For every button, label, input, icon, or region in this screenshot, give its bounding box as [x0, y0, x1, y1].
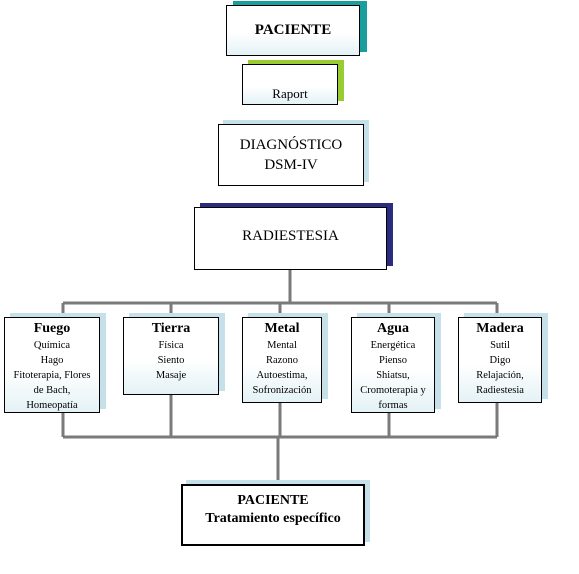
element-line: de Bach,	[33, 385, 71, 396]
element-line: Digo	[489, 355, 511, 366]
element-line: Siento	[157, 355, 185, 366]
element-line: Masaje	[155, 370, 187, 381]
element-title: Metal	[264, 321, 300, 336]
element-line: Pienso	[378, 355, 407, 366]
element-line: Cromoterapia y	[360, 385, 426, 396]
node-raport: Raport	[242, 64, 338, 105]
node-element-agua: Agua Energética Pienso Shiatsu, Cromoter…	[351, 317, 435, 413]
element-line: Sofronización	[252, 385, 312, 396]
element-line: Hago	[40, 355, 64, 366]
element-line: Física	[158, 340, 184, 351]
node-final-line-2: Tratamiento específico	[205, 511, 341, 526]
element-line: Autoestima,	[256, 370, 308, 381]
element-title: Madera	[476, 321, 524, 336]
node-diagnostico-line-1: DIAGNÓSTICO	[239, 137, 343, 153]
element-line: formas	[378, 400, 408, 411]
node-final-line-1: PACIENTE	[237, 493, 309, 508]
node-radiestesia-label: RADIESTESIA	[242, 228, 339, 244]
element-line: Radiestesia	[476, 385, 524, 396]
element-line: Relajación,	[476, 370, 524, 381]
node-paciente-top: PACIENTE	[226, 5, 360, 56]
node-element-tierra: Tierra Física Siento Masaje	[123, 317, 219, 395]
node-element-madera: Madera Sutil Digo Relajación, Radiestesi…	[458, 317, 542, 403]
element-title: Tierra	[151, 321, 191, 336]
node-diagnostico-line-2: DSM-IV	[264, 157, 318, 173]
element-line: Shiatsu,	[376, 370, 410, 381]
node-paciente-final: PACIENTE Tratamiento específico	[181, 484, 365, 546]
element-title: Agua	[377, 321, 409, 336]
node-element-metal: Metal Mental Razono Autoestima, Sofroniz…	[242, 317, 322, 403]
element-line: Mental	[267, 340, 297, 351]
element-line: Razono	[265, 355, 299, 366]
element-line: Química	[33, 340, 71, 351]
node-paciente-top-label: PACIENTE	[254, 22, 332, 38]
element-title: Fuego	[33, 321, 71, 336]
node-element-fuego: Fuego Química Hago Fitoterapia, Flores d…	[4, 317, 100, 413]
element-line: Energética	[370, 340, 416, 351]
node-radiestesia: RADIESTESIA	[194, 207, 387, 270]
node-raport-label: Raport	[272, 86, 308, 101]
node-diagnostico: DIAGNÓSTICO DSM-IV	[218, 124, 364, 186]
element-line: Homeopatía	[26, 400, 78, 411]
element-line: Fitoterapia, Flores	[13, 370, 91, 381]
element-line: Sutil	[490, 340, 510, 351]
